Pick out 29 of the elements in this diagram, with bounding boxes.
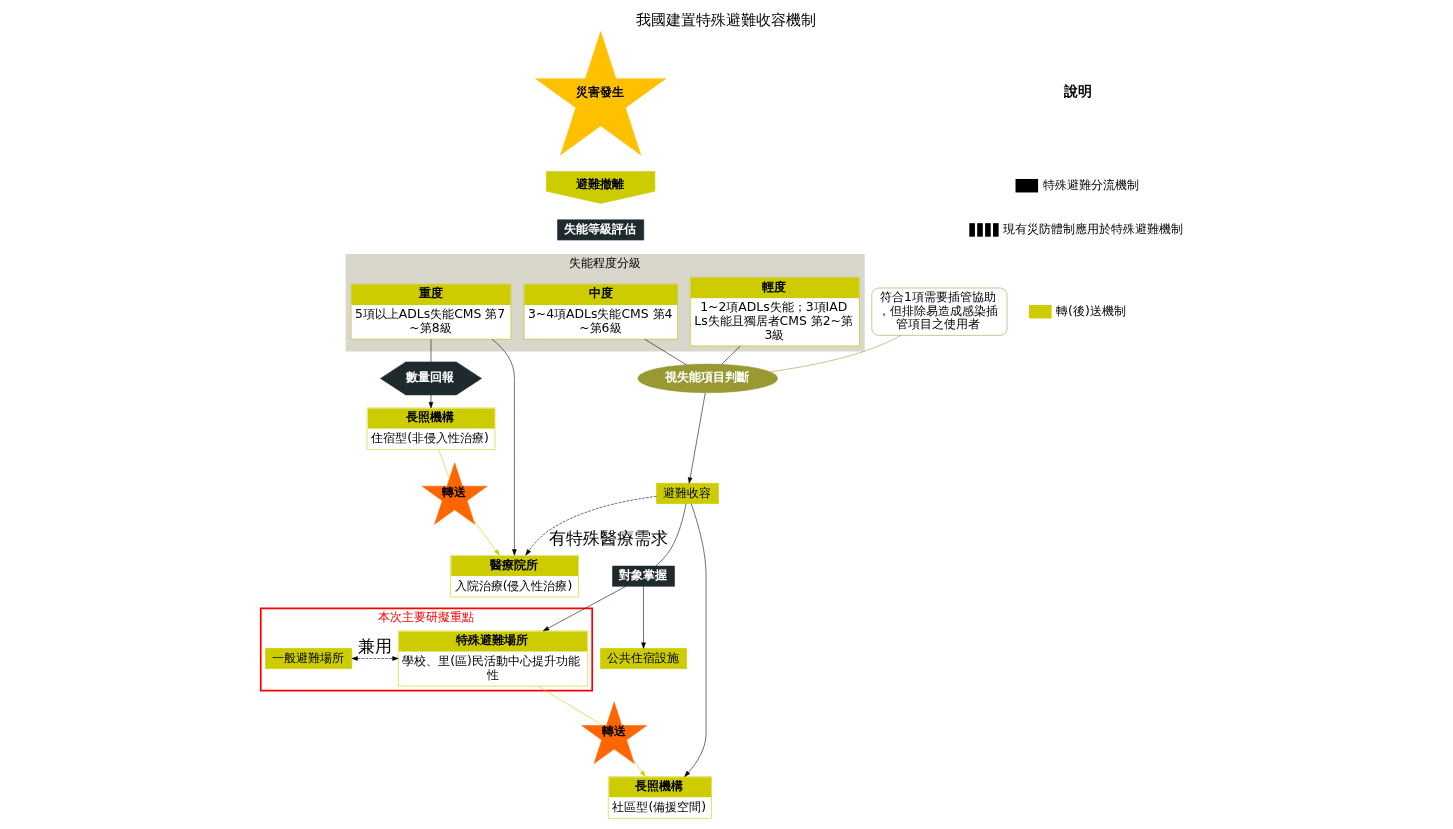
arrow — [351, 656, 399, 661]
diagram-title: 我國建置特殊避難收容機制 — [636, 10, 817, 28]
connector — [430, 339, 432, 362]
edge-label: 兼用 — [358, 635, 393, 656]
node-box: 符合1項需要插管協助，但排除易造成感染插管項目之使用者 — [871, 287, 1008, 336]
node-box: 一般避難場所 — [265, 648, 353, 669]
connector — [655, 503, 687, 567]
node-box: 失能等級評估 — [557, 219, 645, 241]
arrow — [428, 394, 434, 409]
legend-label: 現有災防體制應用於特殊避難機制 — [1003, 221, 1184, 237]
arrow — [632, 759, 646, 777]
arrow — [684, 503, 707, 777]
legend-label: 轉(後)送機制 — [1056, 302, 1126, 318]
connector — [769, 335, 902, 373]
legend-label: 特殊避難分流機制 — [1042, 176, 1139, 192]
connector — [438, 449, 450, 479]
arrow — [687, 392, 706, 484]
arrow — [472, 518, 500, 556]
node-box: 公共住宿設施 — [600, 648, 687, 669]
arrow — [491, 339, 517, 556]
connector — [537, 685, 604, 726]
edge-label: 有特殊醫療需求 — [548, 528, 668, 549]
node-box: 對象掌握 — [612, 565, 675, 587]
arrow — [641, 586, 646, 649]
label: 說明 — [1064, 83, 1093, 100]
arrow — [525, 496, 657, 556]
arrow — [542, 586, 626, 632]
node-box: 避難收容 — [656, 483, 719, 504]
node-ellipse: 視失能項目判斷 — [637, 363, 778, 393]
